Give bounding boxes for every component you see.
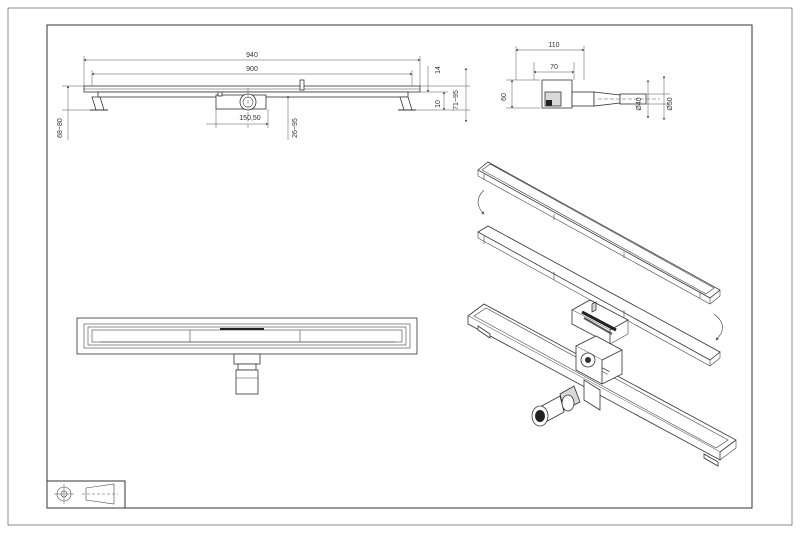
iso-outlet-pipe (531, 385, 581, 427)
dim-height-range: 71~95 (453, 90, 460, 110)
dim-height-top: 14 (435, 66, 442, 74)
iso-grate-top (477, 161, 721, 305)
inner-frame (46, 24, 753, 509)
front-elevation-view: 940 900 14 10 71~95 68~80 150,50 26~95 (57, 52, 470, 140)
front-right-foot (399, 96, 413, 111)
dim-outer-width: 110 (548, 42, 559, 49)
plan-outlet-pipe (235, 369, 259, 395)
dim-outlet-dia-outer: Ø50 (667, 97, 674, 110)
projection-cone-icon (85, 483, 115, 505)
dim-height-flange: 10 (435, 100, 442, 108)
plan-outer-frame (76, 317, 418, 355)
rotate-arrow-right (713, 313, 723, 341)
rotate-arrow-left (477, 189, 485, 215)
dim-foot-range: 68~80 (57, 118, 64, 138)
front-left-foot (91, 96, 105, 111)
iso-outlet-box (575, 335, 623, 411)
side-outlet-pipe (571, 91, 595, 107)
dim-outlet-height: 26~95 (292, 118, 299, 138)
dim-outlet-dia-inner: Ø40 (636, 97, 643, 110)
dim-inner-length: 900 (246, 66, 258, 73)
outer-border (7, 7, 793, 526)
plan-outlet-box (233, 353, 261, 365)
exploded-isometric-view (467, 161, 737, 467)
dim-inner-width: 70 (550, 64, 558, 71)
dim-overall-length: 940 (246, 52, 258, 59)
side-section-view: 110 70 60 Ø40 Ø50 (501, 42, 674, 121)
dim-outlet-offset: 150,50 (239, 115, 261, 122)
plan-view (76, 317, 418, 395)
iso-siphon-insert (571, 299, 629, 345)
dim-body-height: 60 (501, 93, 508, 101)
projection-symbol-block (46, 480, 126, 509)
